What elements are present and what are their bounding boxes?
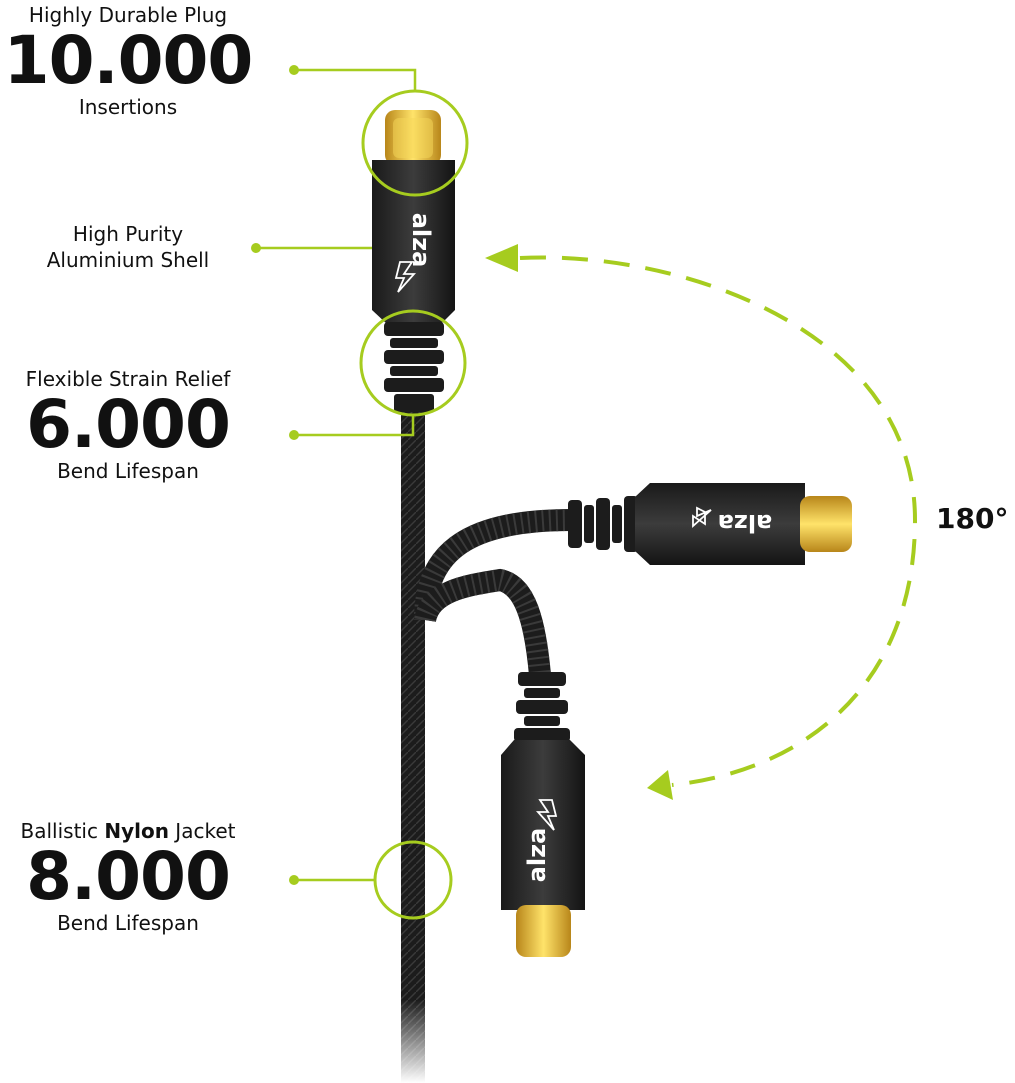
arc-arrow-top-icon [485, 244, 518, 272]
right-aluminium-shell [635, 483, 805, 565]
bottom-strain-relief [514, 672, 570, 742]
bottom-aluminium-shell [501, 740, 585, 910]
bend-arc [519, 255, 918, 787]
right-connector [568, 483, 852, 565]
plug-insertions-value: 10.000 [3, 22, 254, 99]
plug-unit: Insertions [78, 95, 178, 119]
strain-callout: Flexible Strain Relief 6.000 Bend Lifesp… [0, 366, 256, 484]
strain-leader-dot [289, 430, 299, 440]
strain-label: Flexible Strain Relief [25, 367, 231, 391]
shell-line1: High Purity [72, 222, 184, 246]
jacket-callout: Ballistic Nylon Jacket 8.000 Bend Lifesp… [0, 818, 256, 936]
strain-unit: Bend Lifespan [57, 459, 199, 483]
right-brand-logo: alza [718, 509, 773, 537]
bend-angle-label: 180° [936, 502, 1009, 535]
strain-bend-value: 6.000 [26, 386, 231, 463]
jacket-label-post: Jacket [168, 819, 236, 843]
bent-cable-lower [414, 568, 551, 676]
jacket-leader-dot [289, 875, 299, 885]
shell-callout: High Purity Aluminium Shell [10, 221, 246, 273]
plug-label: Highly Durable Plug [28, 3, 228, 27]
jacket-bend-value: 8.000 [26, 838, 231, 915]
strain-leader-line [295, 415, 415, 437]
top-brand-logo: alza [407, 213, 435, 268]
top-aluminium-shell [372, 160, 455, 325]
right-plug-tip [800, 496, 852, 552]
jacket-label-pre: Ballistic [20, 819, 105, 843]
bottom-bolt-icon [535, 799, 558, 831]
bottom-plug-tip [516, 905, 571, 957]
bottom-brand-logo: alza [523, 828, 551, 883]
arc-arrow-bottom-icon [647, 770, 673, 800]
top-bolt-icon [394, 261, 417, 293]
right-strain-relief [568, 496, 638, 552]
main-cable [401, 410, 425, 1083]
shell-leader-dot [251, 243, 261, 253]
shell-line2: Aluminium Shell [46, 248, 210, 272]
jacket-unit: Bend Lifespan [57, 911, 199, 935]
plug-leader-line [295, 68, 417, 92]
right-bolt-icon [692, 506, 712, 529]
top-strain-relief [384, 322, 444, 412]
bottom-connector [501, 672, 585, 957]
plug-callout: Highly Durable Plug 10.000 Insertions [0, 2, 256, 120]
plug-leader-dot [289, 65, 299, 75]
jacket-label: Ballistic Nylon Jacket [0, 818, 256, 844]
jacket-label-bold: Nylon [104, 819, 169, 843]
top-connector [372, 110, 455, 412]
